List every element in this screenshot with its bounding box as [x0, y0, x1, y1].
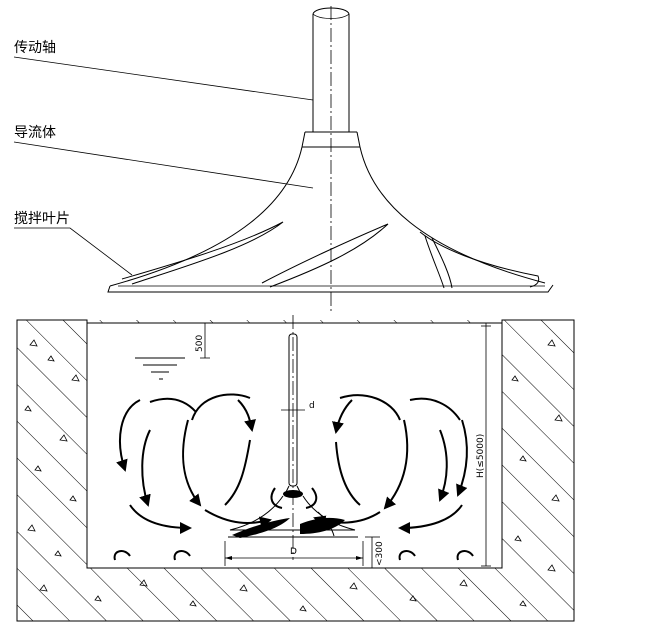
tank-shaft [283, 315, 303, 560]
dim-water-depth: H(≤5000) [476, 323, 491, 567]
label-guide-body: 导流体 [14, 125, 56, 141]
dim-d-text: d [309, 401, 315, 411]
blades-leader [14, 227, 133, 276]
dim-500-text: 500 [195, 335, 205, 352]
tank-section: 500 d D <300 H(≤5000) [16, 315, 575, 622]
guide-body [107, 131, 554, 293]
dim-D-text: D [290, 547, 297, 557]
drive-shaft [305, 7, 357, 133]
flow-arrows [116, 393, 468, 534]
floor-eddies [113, 550, 474, 561]
dim-H-text: H(≤5000) [476, 434, 486, 478]
dim-impeller-diameter: D [224, 541, 364, 566]
impeller-detail: 传动轴 导流体 搅拌叶片 [13, 6, 554, 312]
dim-shaft-diameter: d [281, 401, 315, 415]
concrete-aggregate [24, 339, 563, 612]
label-drive-shaft: 传动轴 [14, 40, 56, 56]
dim-bottom-clearance: <300 [365, 536, 385, 568]
tank-wall-hatch [17, 320, 574, 621]
dim-top-clearance: 500 [195, 323, 210, 359]
water-level-symbol [135, 357, 185, 380]
guide-leader [13, 141, 314, 189]
shaft-leader [13, 56, 314, 101]
mixer-blades [121, 221, 540, 289]
dim-300-text: <300 [375, 541, 385, 566]
label-mixer-blades: 搅拌叶片 [14, 211, 70, 227]
